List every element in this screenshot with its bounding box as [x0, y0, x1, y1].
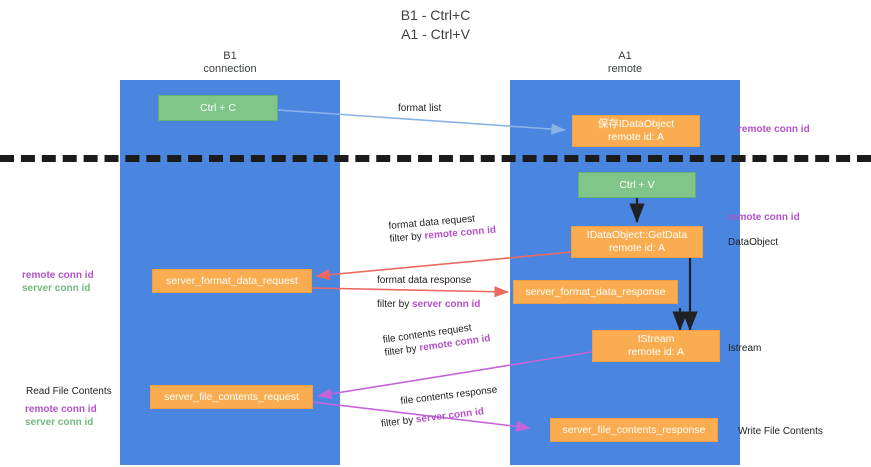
box-getdata-label: IDataObject::GetData	[586, 229, 688, 241]
column-header-b1-name: B1	[223, 50, 237, 62]
left-label-remote-conn-id-bottom: remote conn id	[25, 404, 97, 415]
right-label-remote-conn-id-top: remote conn id	[738, 124, 810, 135]
box-server-file-contents-response[interactable]: server_file_contents_response	[550, 418, 718, 442]
box-idataobject[interactable]: 保存IDataObject remote id: A	[572, 115, 700, 147]
box-server-file-contents-request[interactable]: server_file_contents_request	[150, 385, 313, 409]
box-idataobject-label: 保存IDataObject	[597, 118, 675, 130]
filter-key-server-conn-id: server conn id	[415, 406, 485, 426]
label-file-contents-response: file contents response filter by server …	[378, 383, 500, 430]
filter-prefix: filter by	[389, 230, 426, 245]
box-istream[interactable]: IStream remote id: A	[592, 330, 720, 362]
box-istream-remoteid: remote id: A	[627, 346, 685, 358]
box-ctrl-c[interactable]: Ctrl + C	[158, 95, 278, 121]
title-line-2: A1 - Ctrl+V	[401, 26, 470, 42]
label-file-contents-response-filter: filter by server conn id	[380, 403, 500, 430]
box-idataobject-remoteid: remote id: A	[607, 131, 665, 143]
box-getdata-remoteid: remote id: A	[608, 242, 666, 254]
right-label-dataobject: DataObject	[728, 237, 779, 248]
label-format-data-response-filter: filter by server conn id	[377, 298, 480, 311]
box-server-format-data-request-label: server_format_data_request	[166, 274, 298, 287]
filter-prefix: filter by	[377, 299, 413, 310]
label-format-data-response-text: format data response	[377, 275, 472, 286]
right-label-write-file-contents: Write File Contents	[738, 426, 823, 437]
column-header-a1: A1 remote	[545, 50, 705, 76]
label-format-data-request: format data request filter by remote con…	[388, 211, 497, 246]
left-label-remote-conn-id-mid: remote conn id	[22, 270, 94, 281]
filter-key-server-conn-id: server conn id	[412, 299, 481, 310]
filter-prefix: filter by	[380, 414, 417, 430]
label-format-list: format list	[398, 102, 441, 115]
box-ctrl-c-label: Ctrl + C	[200, 101, 236, 114]
box-server-file-contents-request-label: server_file_contents_request	[164, 390, 299, 403]
right-label-remote-conn-id-mid: remote conn id	[728, 212, 800, 223]
box-istream-label: IStream	[637, 333, 675, 345]
label-format-data-response: format data response filter by server co…	[377, 274, 480, 311]
box-server-format-data-response-label: server_format_data_response	[525, 285, 666, 298]
box-server-format-data-request[interactable]: server_format_data_request	[152, 269, 312, 293]
box-idataobject-getdata[interactable]: IDataObject::GetData remote id: A	[571, 226, 703, 258]
filter-prefix: filter by	[383, 342, 421, 359]
left-label-read-file-contents: Read File Contents	[26, 386, 112, 397]
section-divider	[0, 155, 871, 162]
column-header-b1-sub: connection	[203, 63, 257, 75]
column-header-b1: B1 connection	[150, 50, 310, 76]
title-line-1: B1 - Ctrl+C	[400, 7, 471, 23]
label-format-list-text: format list	[398, 103, 442, 114]
label-file-contents-request: file contents request filter by remote c…	[382, 319, 491, 360]
box-server-format-data-response[interactable]: server_format_data_response	[513, 280, 678, 304]
column-header-a1-name: A1	[618, 50, 632, 62]
left-label-server-conn-id-bottom: server conn id	[25, 417, 94, 428]
column-header-a1-sub: remote	[607, 63, 643, 75]
page-title: B1 - Ctrl+C A1 - Ctrl+V	[0, 6, 871, 44]
right-label-istream: Istream	[728, 343, 762, 354]
box-server-file-contents-response-label: server_file_contents_response	[562, 423, 706, 436]
left-label-server-conn-id-mid: server conn id	[22, 283, 91, 294]
box-ctrl-v[interactable]: Ctrl + V	[578, 172, 696, 198]
box-ctrl-v-label: Ctrl + V	[619, 178, 655, 191]
